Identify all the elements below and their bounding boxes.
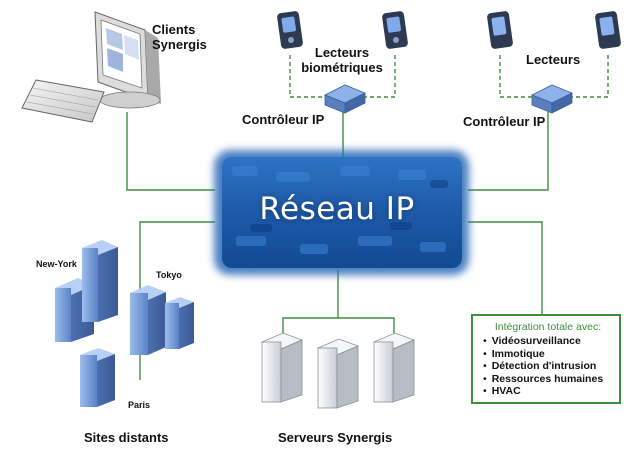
integration-item: Vidéosurveillance <box>483 335 613 348</box>
remote-sites-label: Sites distants <box>84 430 169 445</box>
integration-item: Détection d'intrusion <box>483 360 613 373</box>
server-icon <box>260 332 304 403</box>
building-new-york-icon <box>55 240 118 342</box>
client-computer-icon <box>21 11 161 123</box>
integration-list: Vidéosurveillance Immotique Détection d'… <box>483 335 613 398</box>
server-icon <box>316 338 360 409</box>
city-label-new-york: New-York <box>36 259 77 269</box>
building-tokyo-icon <box>130 285 194 355</box>
ip-network-cloud <box>214 150 469 275</box>
ip-controller-icon <box>531 84 573 114</box>
network-title: Réseau IP <box>259 191 415 227</box>
biometric-reader-icon <box>277 11 303 49</box>
card-reader-icon <box>487 11 513 49</box>
city-label-paris: Paris <box>128 400 151 410</box>
building-paris-icon <box>80 348 115 407</box>
reader-dashed-links <box>289 55 609 98</box>
servers-label: Serveurs Synergis <box>278 430 393 445</box>
clients-label: Clients Synergis <box>152 22 207 52</box>
standard-controller-label: Contrôleur IP <box>463 114 546 129</box>
city-label-tokyo: Tokyo <box>156 270 182 280</box>
integration-title: Intégration totale avec: <box>494 321 602 333</box>
card-reader-icon <box>595 11 621 49</box>
standard-readers-label: Lecteurs <box>526 52 581 67</box>
integration-item: Immotique <box>483 348 613 361</box>
server-icon <box>372 332 416 403</box>
integration-panel: Intégration totale avec: Vidéosurveillan… <box>471 314 621 404</box>
integration-item: HVAC <box>483 385 613 398</box>
integration-item: Ressources humaines <box>483 373 613 386</box>
ip-controller-icon <box>324 84 366 114</box>
biometric-reader-icon <box>382 11 408 49</box>
biometric-readers-label: Lecteurs biométriques <box>301 45 383 75</box>
biometric-controller-label: Contrôleur IP <box>242 112 325 127</box>
